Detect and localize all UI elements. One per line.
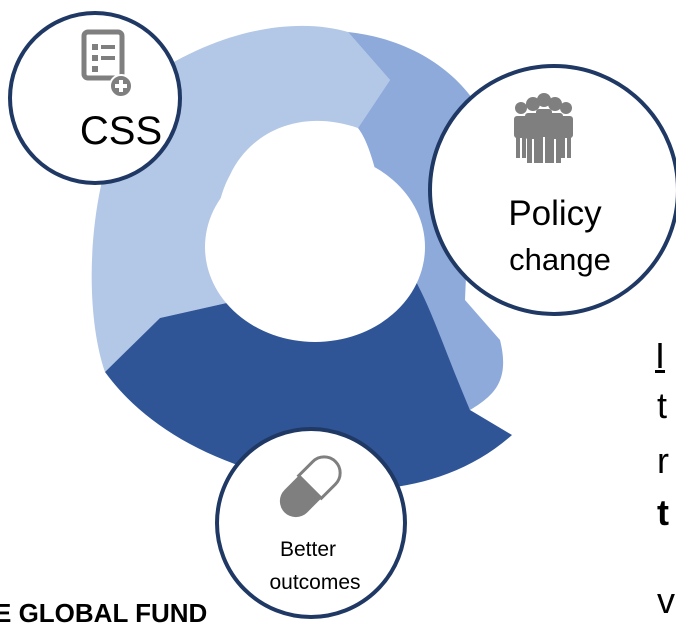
- node-outcomes-circle: [215, 427, 407, 619]
- checklist-add-icon: [81, 29, 133, 98]
- side-text-fragment-5: v: [657, 580, 675, 621]
- node-policy-circle: [428, 64, 676, 316]
- people-group-icon: [514, 93, 573, 163]
- node-css-label: CSS: [80, 109, 162, 153]
- node-policy-label-line1: Policy: [508, 194, 602, 233]
- side-text-fragment-2: t: [657, 385, 668, 426]
- side-text-fragment-3: r: [657, 440, 669, 481]
- cycle-segment-dark: [105, 250, 512, 490]
- pill-capsule-icon: [279, 455, 342, 518]
- node-css-circle: [8, 11, 182, 185]
- node-outcomes-label-line1: Better: [280, 538, 336, 561]
- node-css: CSS: [8, 11, 182, 185]
- side-text-fragment-4: t: [657, 492, 669, 533]
- node-policy-label-line2: change: [509, 242, 611, 277]
- side-text-fragment-1: I: [655, 335, 666, 376]
- footer-text-fragment: E GLOBAL FUND: [0, 598, 208, 628]
- node-policy: Policy change: [428, 64, 676, 316]
- cycle-center-hole: [205, 152, 425, 342]
- node-outcomes: Better outcomes: [215, 427, 407, 619]
- node-outcomes-label-line2: outcomes: [269, 571, 360, 594]
